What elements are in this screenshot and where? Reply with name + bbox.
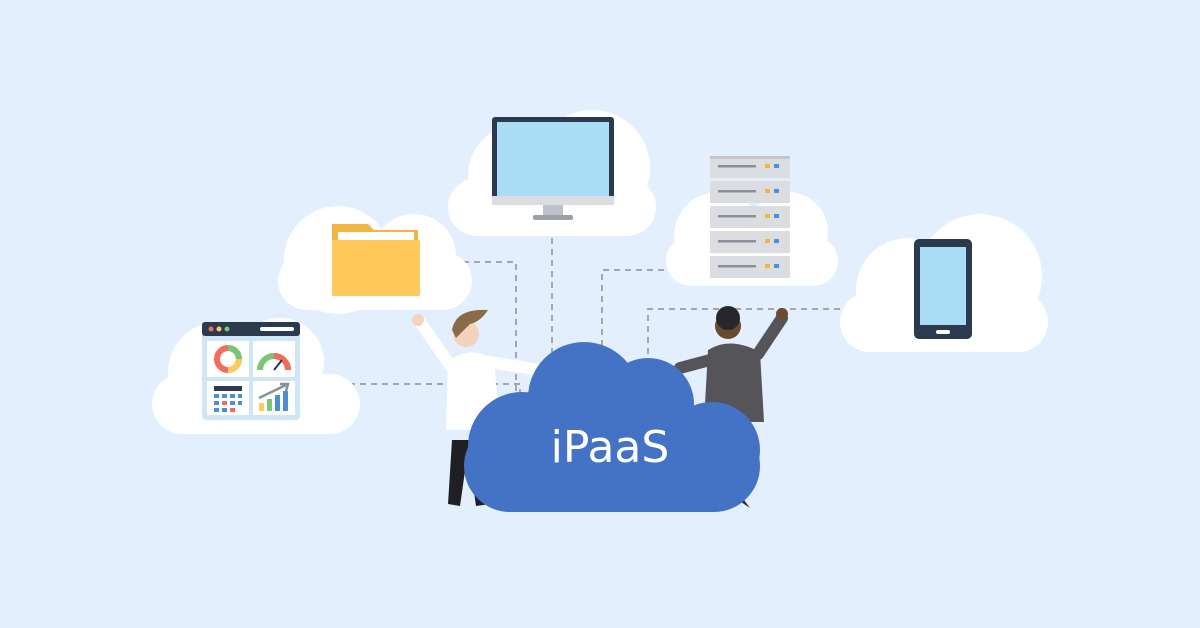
dashboard-icon: [202, 322, 300, 420]
monitor-icon: [492, 117, 614, 220]
server-icon: [710, 156, 790, 278]
connector-tablet: [647, 308, 840, 375]
hub-label: iPaaS: [551, 422, 670, 473]
hub-cloud: [464, 342, 760, 512]
person-right: [674, 306, 788, 508]
connector-server: [601, 269, 664, 375]
folder-icon: [332, 224, 420, 296]
connector-folder: [452, 261, 517, 400]
tablet-icon: [914, 239, 972, 339]
